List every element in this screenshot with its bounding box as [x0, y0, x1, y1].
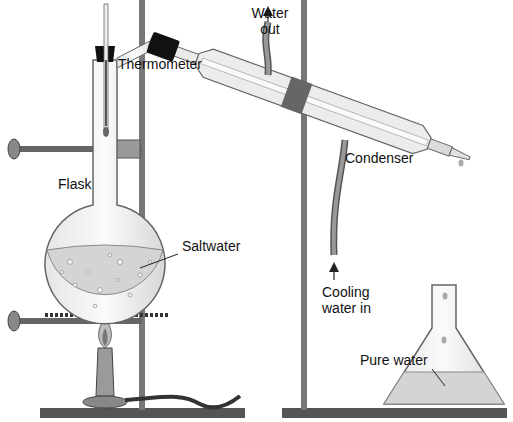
cooling-hose [334, 140, 345, 255]
clamp-knob [8, 139, 20, 159]
drop [443, 293, 448, 300]
condenser [145, 27, 475, 173]
arrow-line [333, 272, 334, 280]
cooling-hose [334, 140, 345, 255]
flame-core [102, 328, 107, 346]
water-out-label: Water out [246, 5, 294, 37]
drop [442, 337, 447, 344]
burner-base [83, 396, 127, 408]
flask-label: Flask [58, 176, 118, 192]
burner-tube [96, 348, 114, 396]
thermometer-bulb [103, 127, 109, 137]
cooling-water-label: Cooling water in [322, 284, 402, 316]
saltwater-label: Saltwater [182, 238, 262, 254]
stand-rod [301, 0, 307, 410]
saltwater [47, 245, 163, 295]
clamp-knob [8, 311, 20, 331]
gas-hose [125, 396, 240, 407]
round-flask [45, 60, 165, 324]
pure-water [384, 372, 504, 404]
thermometer-column [105, 60, 107, 126]
stand-base [282, 408, 507, 418]
erlenmeyer-flask [384, 285, 504, 404]
leader-line [140, 254, 178, 268]
pure-water-label: Pure water [360, 352, 440, 368]
drop [459, 160, 464, 167]
condenser-label: Condenser [345, 150, 435, 166]
thermometer-label: Thermometer [118, 56, 213, 72]
leader-line [432, 369, 445, 386]
bubbles [60, 253, 151, 308]
arrow-head [329, 262, 339, 272]
thermometer [104, 4, 108, 132]
